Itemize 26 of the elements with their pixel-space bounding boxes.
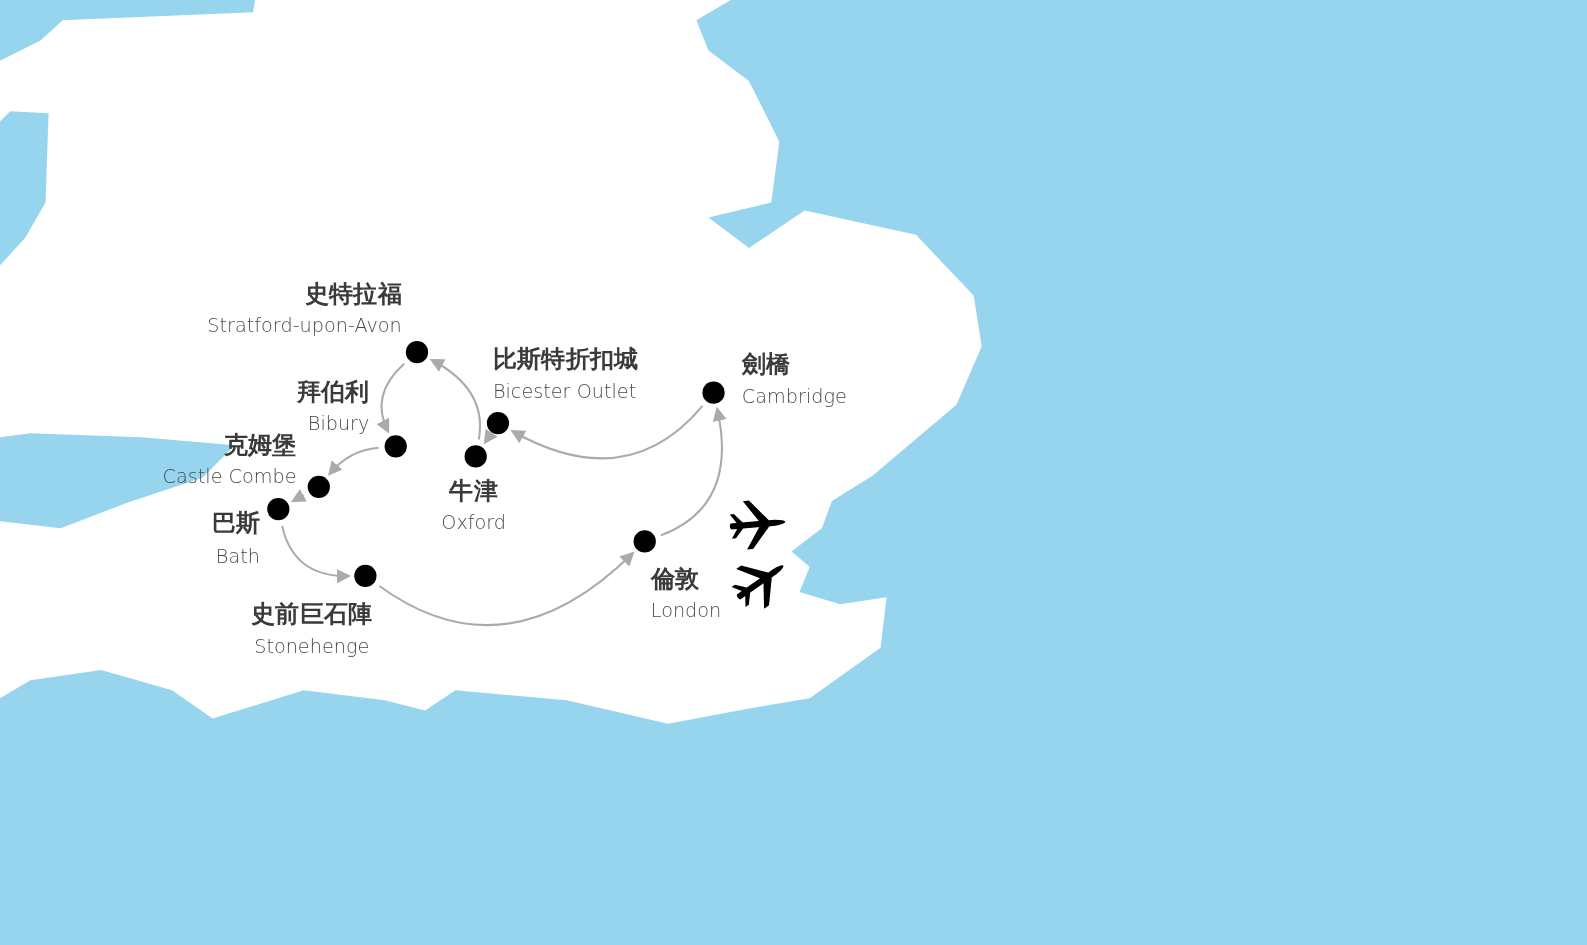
route-arrow (376, 362, 405, 434)
city-name-english: London (650, 599, 722, 622)
city-name-english: Bath (215, 544, 260, 567)
city-name: 劍橋 (741, 350, 791, 379)
city-name: 巴斯 (211, 509, 261, 538)
city-name: 克姆堡 (223, 431, 297, 460)
city-name-english: Stonehenge (254, 634, 370, 657)
route-arrow (483, 428, 498, 445)
city-name-english: Cambridge (741, 384, 847, 407)
route-arrow (281, 525, 351, 583)
city-name-english: Bicester Outlet (492, 379, 637, 402)
city-name: 比斯特折扣城 (492, 345, 639, 374)
route-arrow (327, 446, 379, 476)
route-arrow (290, 489, 307, 503)
city-name-english: Oxford (441, 511, 507, 534)
city-name-english: Stratford-upon-Avon (207, 313, 402, 336)
route-arrow (429, 358, 481, 440)
route-arrow (660, 406, 727, 537)
city-name: 牛津 (449, 476, 498, 506)
route-arrow (378, 551, 635, 627)
route-arrow (510, 405, 704, 460)
city-name: 史特拉福 (304, 279, 402, 308)
city-name: 倫敦 (650, 564, 700, 594)
city-name-english: Bibury (307, 411, 370, 435)
city-name: 拜伯利 (296, 377, 370, 406)
city-name: 史前巨石陣 (251, 600, 373, 629)
